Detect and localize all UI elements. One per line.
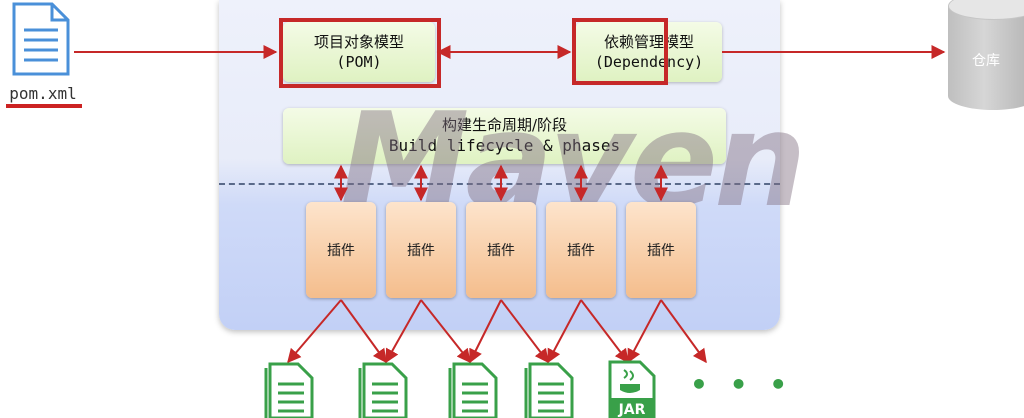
arrow-plugin-output bbox=[627, 299, 662, 364]
dependency-model-box: 依赖管理模型 (Dependency) bbox=[576, 22, 722, 82]
arrow-plugin-output bbox=[420, 299, 471, 364]
more-outputs-ellipsis: • • • bbox=[690, 368, 794, 401]
pom-model-subtitle: (POM) bbox=[336, 53, 382, 71]
plugin-box: 插件 bbox=[386, 202, 456, 298]
arrow-plugin-output bbox=[660, 299, 707, 364]
plugin-box: 插件 bbox=[306, 202, 376, 298]
arrow-plugin-output bbox=[500, 299, 549, 364]
lifecycle-title: 构建生命周期/阶段 bbox=[441, 116, 568, 135]
repository-label: 仓库 bbox=[972, 53, 1000, 69]
repository-cylinder bbox=[948, 6, 1024, 110]
plugin-box: 插件 bbox=[626, 202, 696, 298]
lifecycle-subtitle: Build lifecycle & phases bbox=[388, 136, 621, 156]
document-icon bbox=[264, 362, 314, 418]
pom-file-label: pom.xml bbox=[9, 84, 77, 103]
pom-file-underline bbox=[6, 104, 82, 108]
plugin-box: 插件 bbox=[546, 202, 616, 298]
arrow-plugin-output bbox=[469, 299, 502, 364]
arrow-plugin-output bbox=[580, 299, 629, 364]
arrow-plugin-output bbox=[340, 299, 387, 364]
lifecycle-box: 构建生命周期/阶段 Build lifecycle & phases bbox=[283, 108, 726, 164]
jar-file-icon: JAR bbox=[608, 360, 656, 418]
dependency-model-title: 依赖管理模型 bbox=[603, 32, 694, 51]
dependency-highlight-frame bbox=[572, 18, 668, 85]
dependency-model-subtitle: (Dependency) bbox=[594, 53, 704, 71]
arrow-plugin-output bbox=[287, 299, 342, 364]
plugin-box: 插件 bbox=[466, 202, 536, 298]
arrow-plugin-output bbox=[547, 299, 582, 364]
document-icon bbox=[358, 362, 408, 418]
document-icon bbox=[448, 362, 498, 418]
pom-model-title: 项目对象模型 bbox=[313, 32, 404, 51]
arrow-plugin-output bbox=[385, 299, 422, 364]
pom-model-box: 项目对象模型 (POM) bbox=[283, 22, 435, 82]
file-icon bbox=[12, 2, 70, 76]
document-icon bbox=[524, 362, 574, 418]
jar-label: JAR bbox=[618, 402, 646, 418]
